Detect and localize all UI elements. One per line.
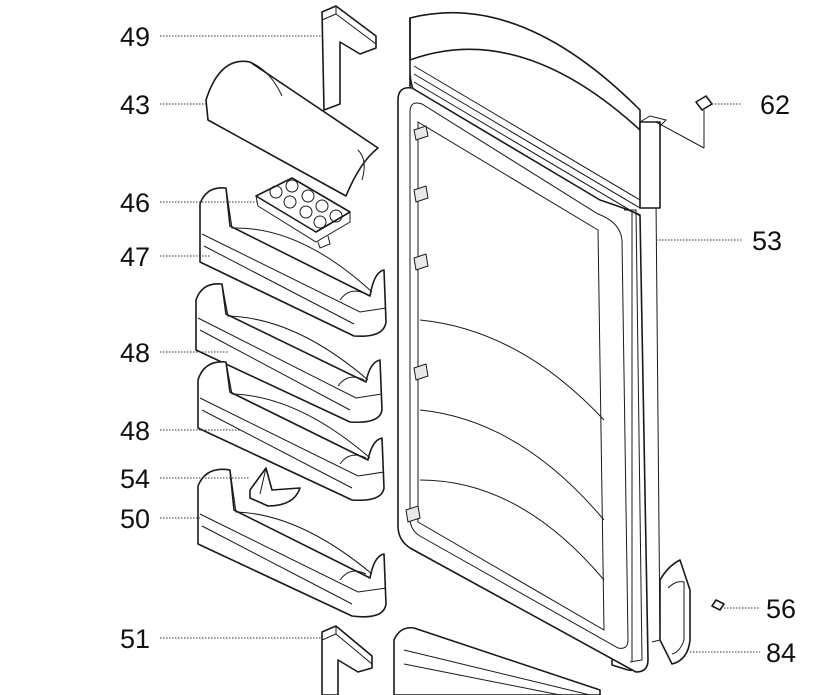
part-48-shelf-upper — [195, 283, 383, 424]
callout-49: 49 — [120, 22, 150, 52]
part-54-insert — [249, 467, 301, 507]
callout-62: 62 — [760, 90, 790, 120]
part-48-shelf-lower — [197, 361, 385, 502]
part-50-shelf — [197, 468, 387, 618]
callout-84: 84 — [766, 638, 796, 668]
callout-51: 51 — [120, 624, 150, 654]
part-47-shelf — [199, 187, 387, 338]
door-panel — [393, 11, 691, 695]
screw — [711, 599, 725, 611]
callout-56: 56 — [766, 594, 796, 624]
callout-50: 50 — [120, 504, 150, 534]
callout-47: 47 — [120, 242, 150, 272]
callout-43: 43 — [120, 90, 150, 120]
part-51-bracket — [321, 625, 373, 695]
callout-48-lower: 48 — [120, 416, 150, 446]
hinge-pin — [655, 95, 713, 149]
callout-53: 53 — [752, 226, 782, 256]
leader-lines — [160, 35, 760, 653]
callout-46: 46 — [120, 188, 150, 218]
part-49-bracket — [321, 5, 377, 111]
callout-54: 54 — [120, 464, 150, 494]
callout-48-upper: 48 — [120, 338, 150, 368]
part-46-egg-tray — [255, 177, 351, 249]
part-43-cover — [205, 60, 379, 197]
